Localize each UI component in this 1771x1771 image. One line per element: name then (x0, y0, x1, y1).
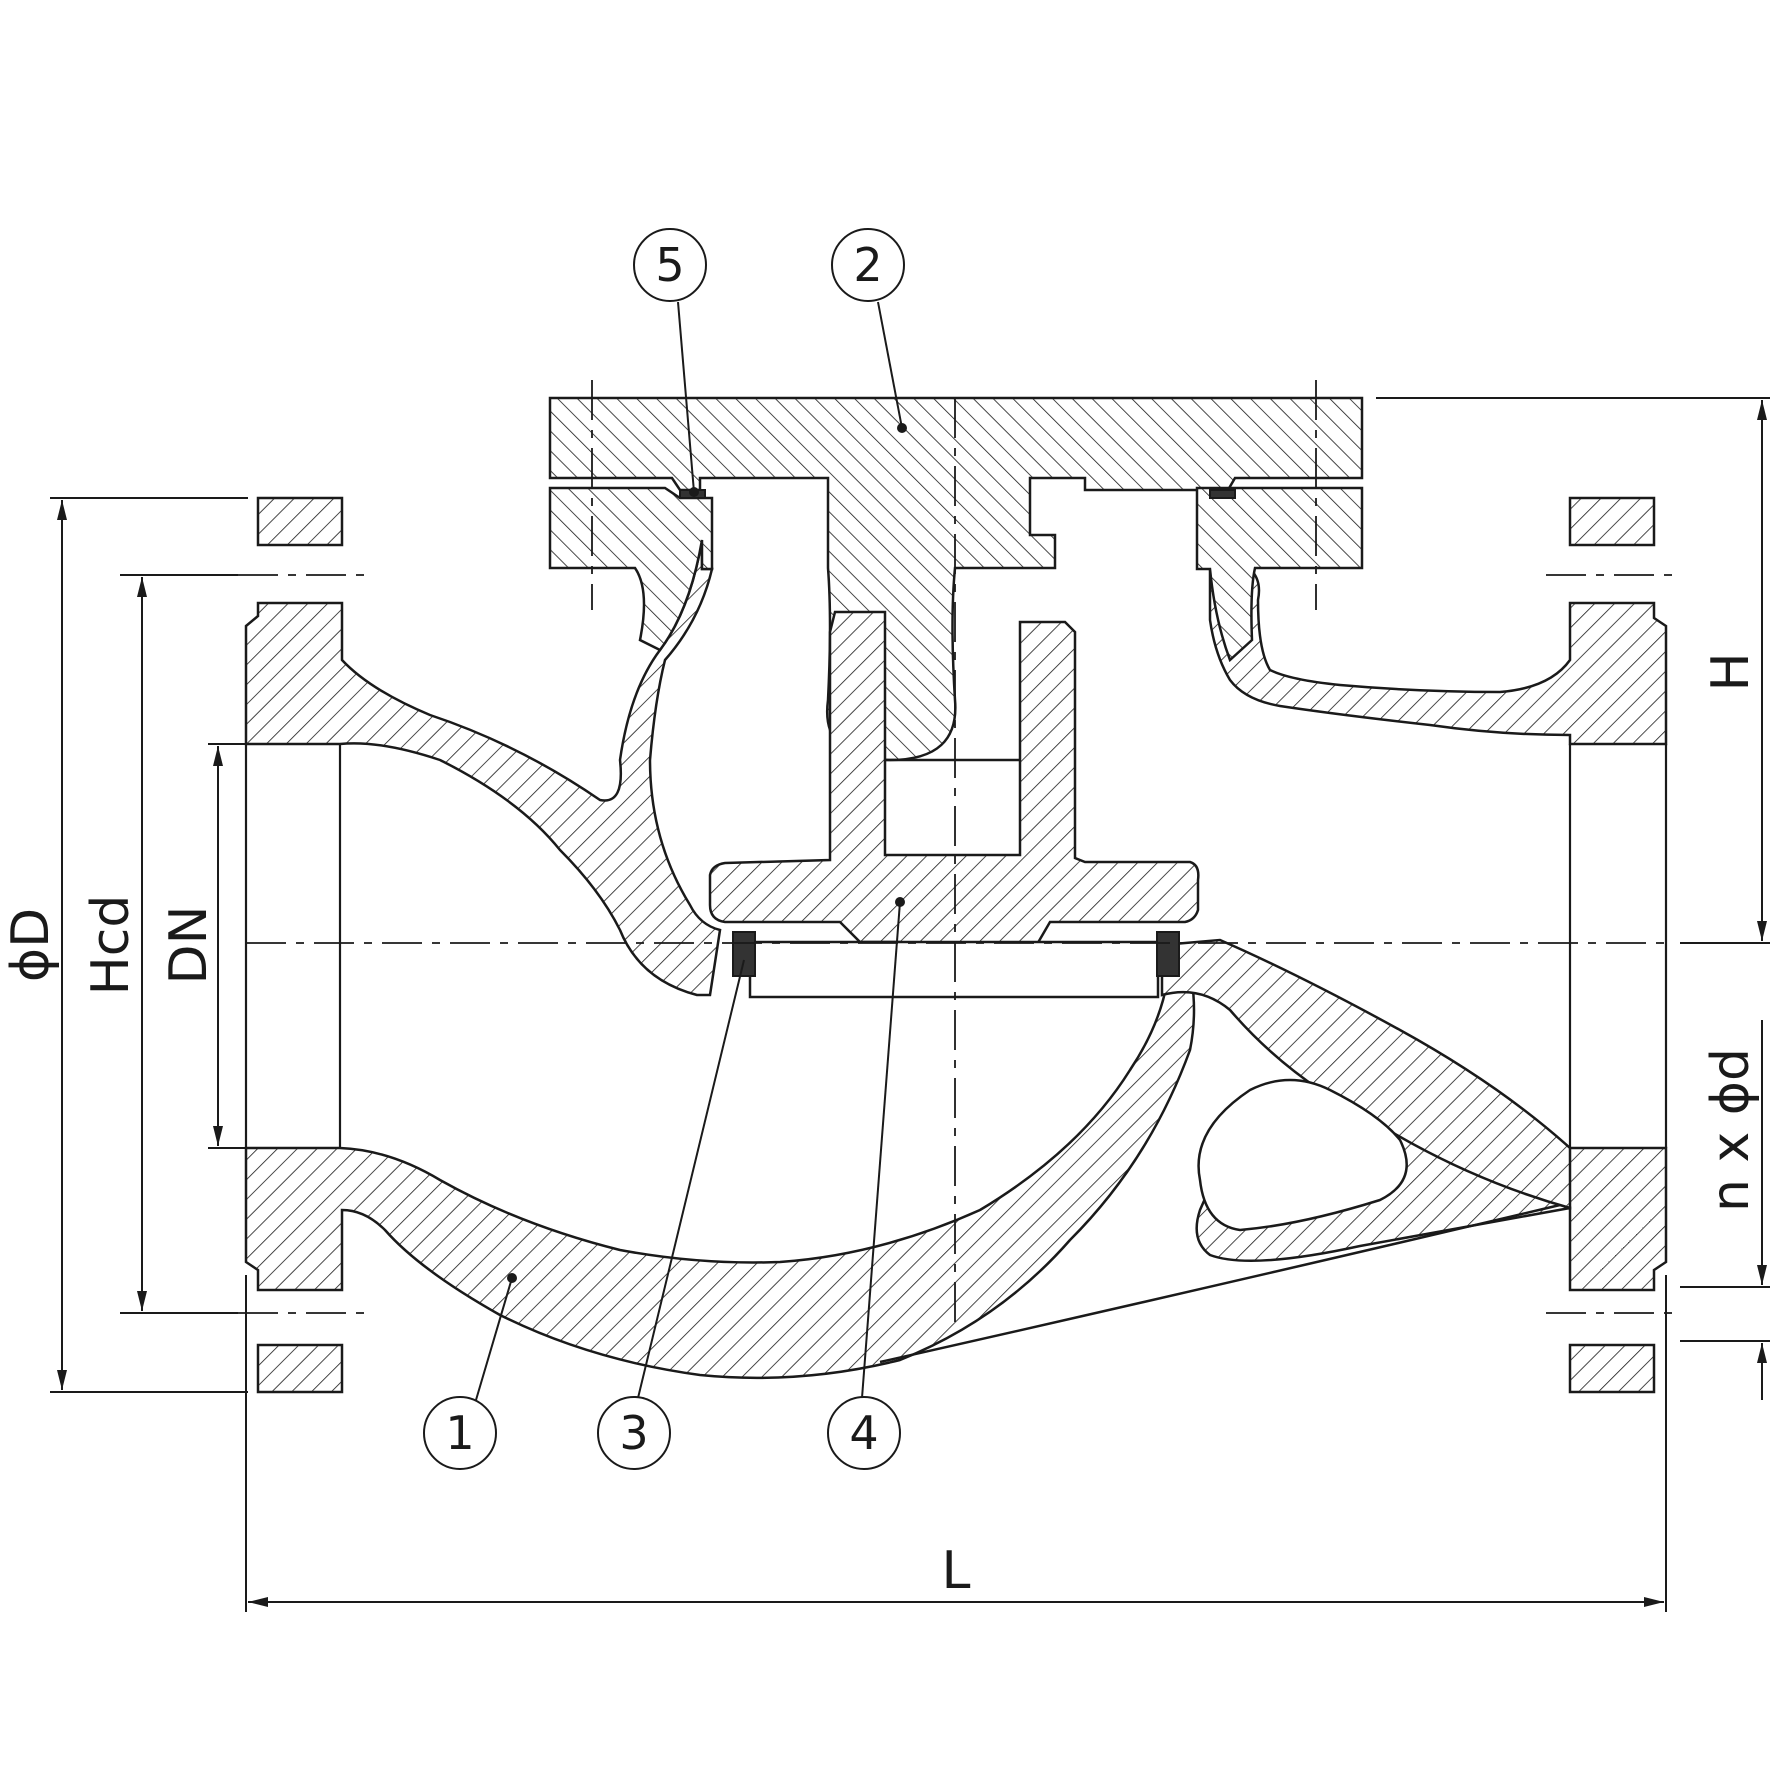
leader-1 (475, 1277, 513, 1401)
leaders (475, 301, 903, 1401)
leader-2 (877, 301, 903, 429)
balloon-3-circle (597, 1396, 671, 1470)
body-top-flange-right (1195, 486, 1364, 663)
balloon-3-label: 3 (619, 1406, 648, 1460)
center-lines (238, 380, 1680, 1330)
leader-5 (677, 301, 695, 493)
balloon-1-label: 1 (445, 1406, 474, 1460)
leader-4 (861, 901, 901, 1399)
dim-label-n-phi-d: n x ϕd (1701, 1048, 1761, 1212)
left-flange-bottom (256, 1343, 344, 1394)
balloon-2-circle (831, 228, 905, 302)
dim-label-phiD: ϕD (1, 908, 61, 982)
body-outline-lower (879, 1203, 1561, 1364)
seal-right (1156, 931, 1180, 977)
dimension-lines (50, 397, 1770, 1612)
dim-label-dn: DN (159, 906, 219, 985)
balloon-5-circle (633, 228, 707, 302)
balloon-1-circle (423, 1396, 497, 1470)
body-top-flange-left (548, 486, 714, 652)
disc (708, 610, 1200, 967)
leader-dot-1 (507, 1273, 517, 1283)
balloon-4-circle (827, 1396, 901, 1470)
leader-3 (637, 959, 745, 1399)
seat-bore (748, 940, 1160, 999)
left-flange-lower (244, 948, 1196, 1380)
gasket-right (1209, 489, 1236, 499)
leader-dot-4 (895, 897, 905, 907)
seat-wall-right (1160, 938, 1572, 1210)
dim-label-L: L (942, 1541, 971, 1601)
left-flange-upper (244, 539, 722, 997)
right-flange-bottom (1568, 1343, 1656, 1394)
right-flange-upper (1208, 567, 1668, 746)
right-flange-top (1568, 496, 1656, 547)
disc-stem-guide (708, 610, 1200, 967)
dim-label-hcd: Hcd (81, 895, 141, 996)
dim-label-h: H (1701, 652, 1761, 691)
left-flange-top (256, 496, 344, 547)
leader-dot-5 (689, 487, 699, 497)
leader-dot-2 (897, 423, 907, 433)
leader-dots (507, 423, 907, 1283)
balloon-2-label: 2 (853, 238, 882, 292)
balloon-4-label: 4 (849, 1406, 878, 1460)
balloons (423, 228, 905, 1470)
rib-window (1197, 1078, 1408, 1232)
balloon-5-label: 5 (655, 238, 684, 292)
seal-left (732, 931, 756, 977)
